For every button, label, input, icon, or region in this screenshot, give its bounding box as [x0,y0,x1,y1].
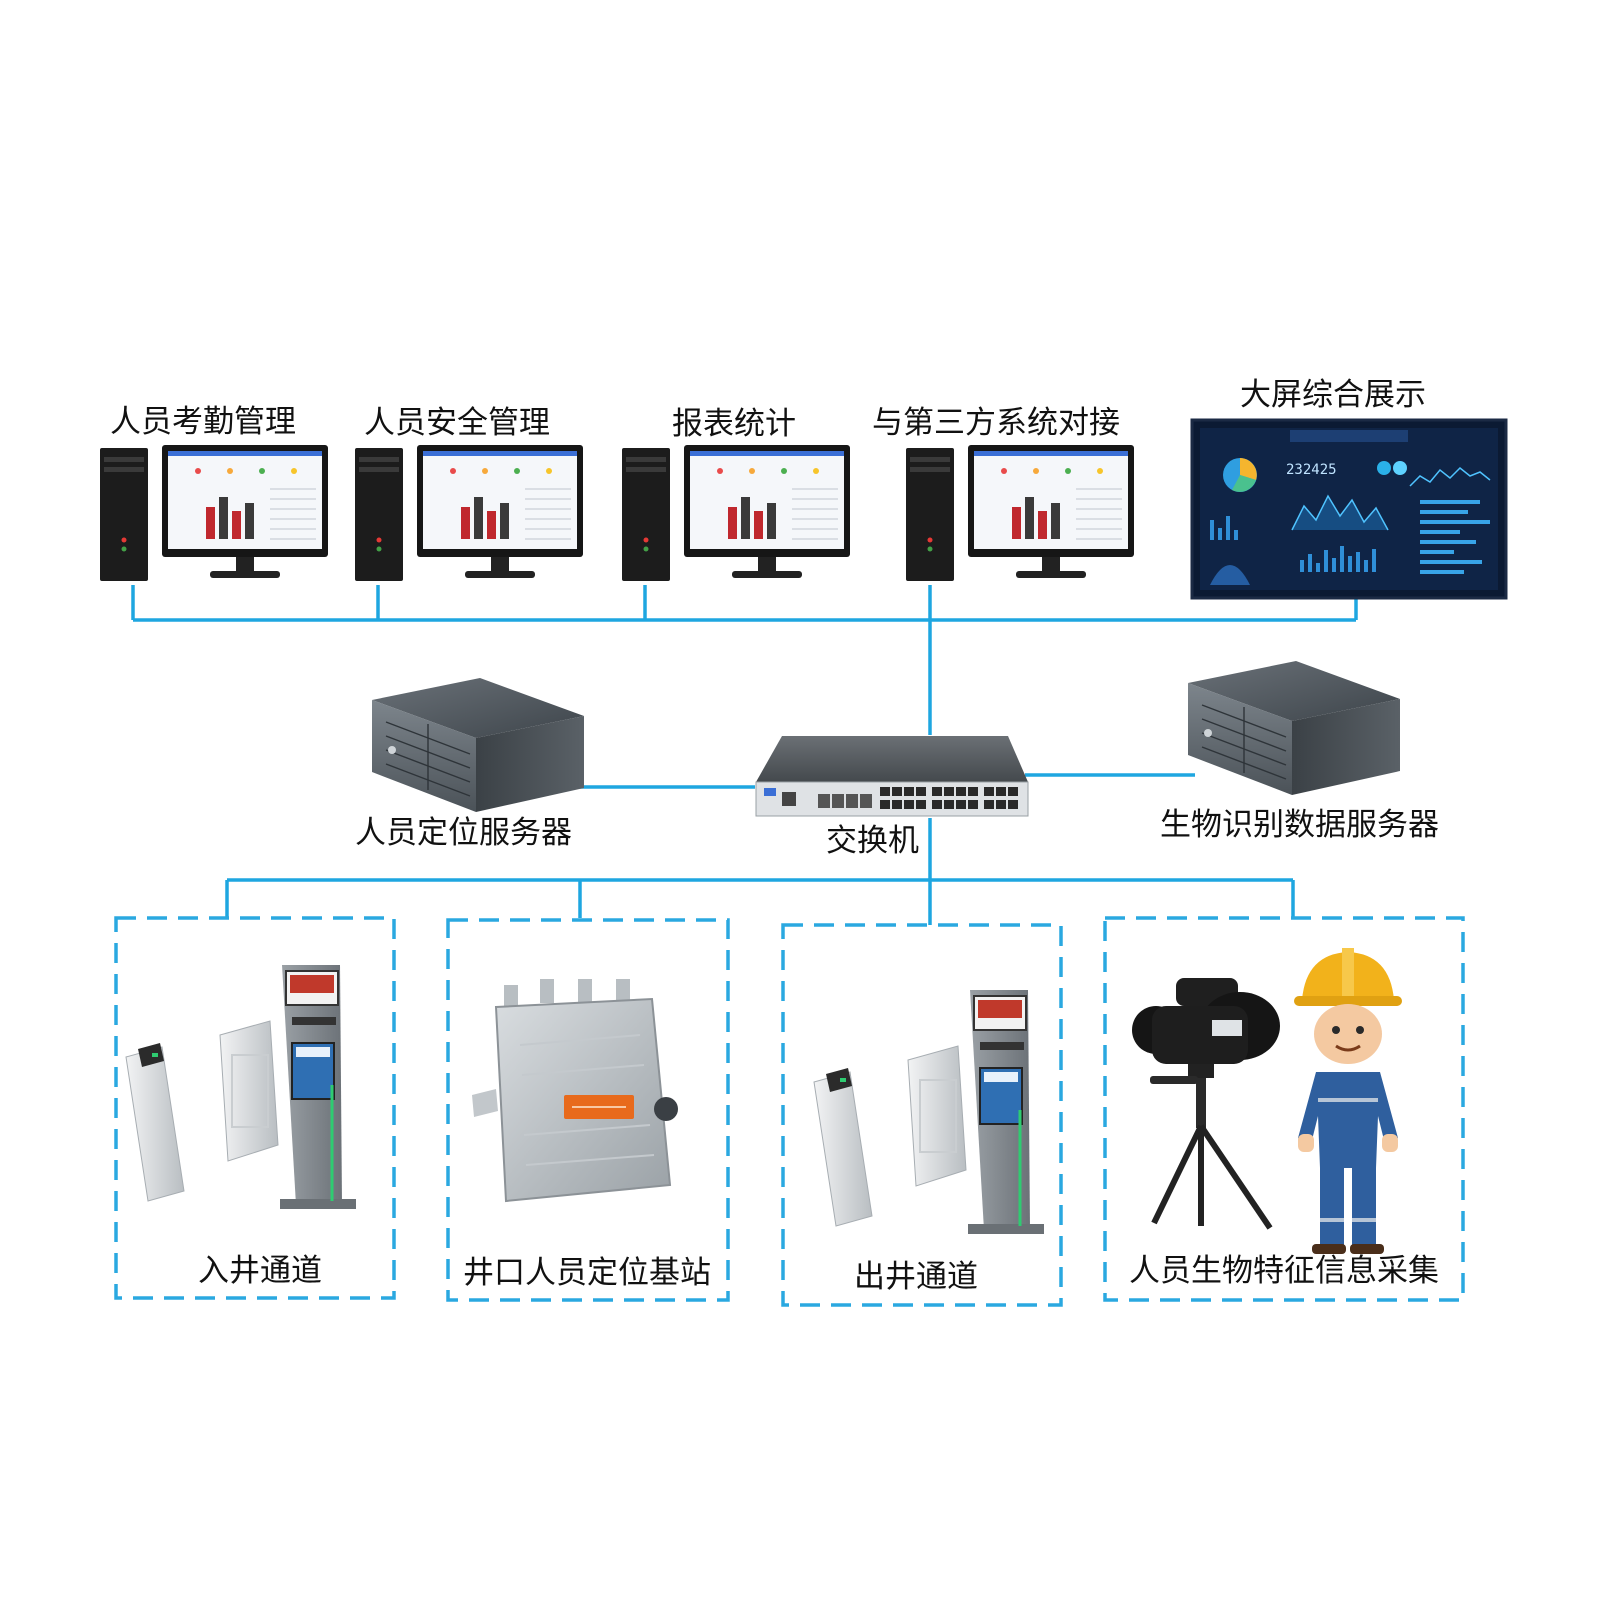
desktop-computer-icon [906,445,1134,581]
workstation-2 [355,445,583,581]
base-station-icon [472,979,678,1203]
exit-gate [813,990,1044,1234]
entry-gate [125,965,356,1209]
mine-worker [1294,948,1402,1254]
pie-chart-icon [1223,458,1257,492]
group-box-biometric [1103,916,1465,1302]
rack-server-icon [372,678,584,812]
workstation-label-safety: 人员安全管理 [364,405,550,441]
desktop-computer-icon [100,445,328,581]
network-switch-icon [755,736,1029,817]
workstation-4 [906,445,1134,581]
turnstile-gate-icon [125,965,356,1209]
biometric-camera [1132,978,1280,1230]
big-screen-label: 大屏综合展示 [1240,377,1426,413]
base-station [472,979,678,1203]
workstation-label-third-party: 与第三方系统对接 [872,405,1120,441]
tripod-camera-icon [1132,978,1280,1230]
network-switch [755,736,1029,817]
rack-server-icon [1188,661,1400,795]
desktop-computer-icon [355,445,583,581]
group-box-exit [781,923,1063,1307]
network-links [131,585,1358,925]
positioning-server [372,678,584,812]
workstation-label-attendance: 人员考勤管理 [110,404,296,440]
turnstile-gate-icon [813,990,1044,1234]
big-screen-counter: 232425 [1286,462,1337,478]
workstation-1 [100,445,328,581]
group-label-exit: 出井通道 [854,1259,978,1295]
group-label-base-station: 井口人员定位基站 [463,1255,711,1291]
group-box-base-station [446,918,730,1302]
group-label-entry: 入井通道 [198,1253,322,1289]
worker-icon [1294,948,1402,1254]
desktop-computer-icon [622,445,850,581]
biometric-server-label: 生物识别数据服务器 [1160,807,1439,843]
group-label-biometric: 人员生物特征信息采集 [1129,1253,1439,1289]
big-screen-display: 232425 [1190,418,1508,600]
workstation-3 [622,445,850,581]
switch-label: 交换机 [826,823,919,859]
workstation-label-reports: 报表统计 [672,406,796,442]
group-box-entry [114,916,396,1300]
positioning-server-label: 人员定位服务器 [355,815,572,851]
biometric-server [1188,661,1400,795]
